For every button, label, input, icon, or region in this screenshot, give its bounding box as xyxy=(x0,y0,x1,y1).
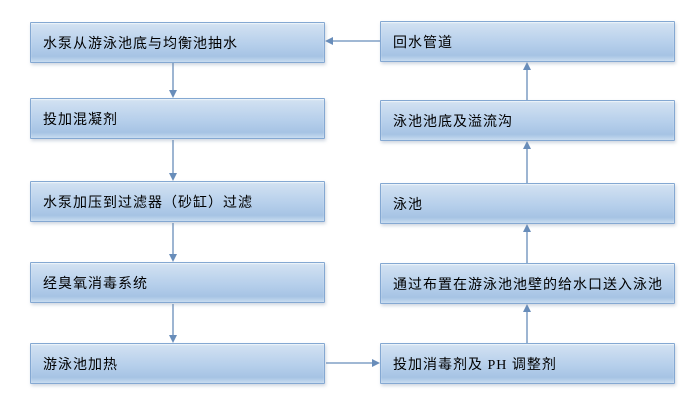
connector-overflow-to-return-pipe xyxy=(523,62,531,100)
connector-filter-to-ozone xyxy=(169,223,177,262)
connector-heating-to-disinfectant xyxy=(326,359,380,367)
connector-disinfectant-to-wall-inlets xyxy=(523,304,531,343)
flow-node-label: 经臭氧消毒系统 xyxy=(43,276,148,292)
flow-node-pool-heating: 游泳池加热 xyxy=(30,343,325,384)
flow-node-wall-inlets: 通过布置在游泳池池壁的给水口送入泳池 xyxy=(380,263,675,304)
connector-pool-to-overflow xyxy=(523,141,531,183)
flow-node-label: 投加消毒剂及 PH 调整剂 xyxy=(393,357,557,373)
flow-node-label: 水泵从游泳池底与均衡池抽水 xyxy=(43,36,238,52)
flow-node-add-disinfectant-ph: 投加消毒剂及 PH 调整剂 xyxy=(380,343,675,384)
flow-node-return-pipe: 回水管道 xyxy=(380,21,675,62)
connector-pump-to-coagulant xyxy=(169,63,177,98)
flow-node-sand-filter: 水泵加压到过滤器（砂缸）过滤 xyxy=(30,181,325,222)
flow-node-label: 泳池 xyxy=(393,197,423,213)
connector-ozone-to-heating xyxy=(169,304,177,343)
connector-coagulant-to-filter xyxy=(169,140,177,181)
connector-return-pipe-to-pump xyxy=(325,37,380,45)
flow-node-pool-bottom-overflow: 泳池池底及溢流沟 xyxy=(380,100,675,141)
flow-node-label: 泳池池底及溢流沟 xyxy=(393,114,513,130)
flow-node-label: 水泵加压到过滤器（砂缸）过滤 xyxy=(43,195,253,211)
flow-node-add-coagulant: 投加混凝剂 xyxy=(30,98,325,139)
flow-node-pump-intake: 水泵从游泳池底与均衡池抽水 xyxy=(30,22,325,63)
flow-node-pool: 泳池 xyxy=(380,183,675,224)
connector-wall-inlets-to-pool xyxy=(523,224,531,263)
flow-node-label: 通过布置在游泳池池壁的给水口送入泳池 xyxy=(393,277,663,293)
flow-node-ozone-disinfection: 经臭氧消毒系统 xyxy=(30,262,325,303)
flow-node-label: 投加混凝剂 xyxy=(43,112,118,128)
flow-node-label: 回水管道 xyxy=(393,35,453,51)
flow-node-label: 游泳池加热 xyxy=(43,357,118,373)
